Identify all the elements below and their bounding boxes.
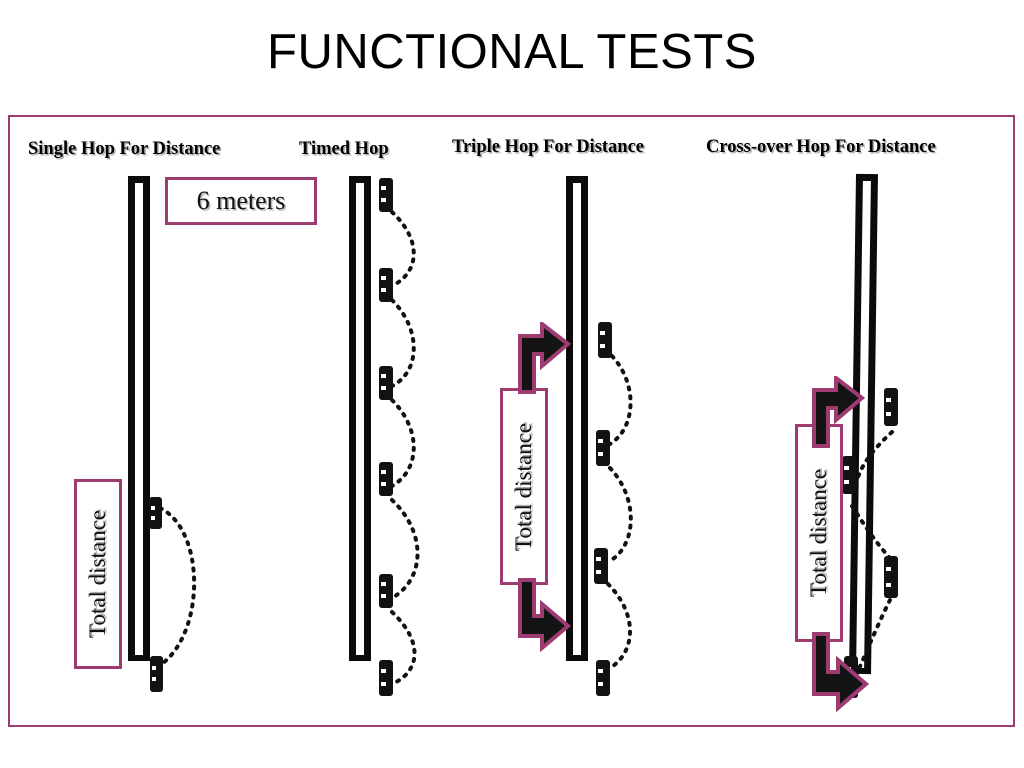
total-distance-label: Total distance: [511, 422, 536, 551]
figure-timed-hop: [300, 0, 500, 696]
six-meters-callout: 6 meters: [165, 177, 317, 225]
foot-mark: [884, 388, 898, 426]
total-distance-label: Total distance: [806, 468, 831, 598]
foot-mark: [842, 456, 856, 494]
foot-mark: [379, 660, 393, 696]
total-distance-label: Total distance: [85, 509, 110, 639]
page-title: FUNCTIONAL TESTS: [267, 25, 757, 79]
total-distance-box-triple-hop: Total distance: [500, 388, 548, 585]
hop-trajectory-triple-hop: [594, 322, 633, 696]
foot-mark: [149, 497, 162, 529]
figure-cross-over-hop-for-distance: Total distance: [780, 0, 1024, 713]
hop-trajectory-timed-hop: [379, 178, 420, 696]
measuring-tape-bar-timed-hop: [349, 176, 371, 661]
hop-trajectory-single-hop: [149, 497, 197, 692]
foot-mark: [379, 268, 393, 302]
distance-arrow-bottom-triple-hop: [518, 578, 572, 653]
foot-mark: [379, 366, 393, 400]
total-distance-box-cross-over-hop: Total distance: [795, 424, 843, 642]
measuring-tape-bar-triple-hop: [566, 176, 588, 661]
column-heading-single-hop: Single Hop For Distance: [28, 139, 221, 159]
foot-mark: [150, 656, 163, 692]
foot-mark: [594, 548, 608, 584]
distance-arrow-top-triple-hop: [518, 322, 572, 394]
foot-mark: [379, 462, 393, 496]
total-distance-box-single-hop: Total distance: [74, 479, 122, 669]
column-heading-timed-hop: Timed Hop: [299, 139, 389, 159]
distance-arrow-bottom-cross-over-hop: [812, 632, 870, 713]
foot-mark: [884, 556, 898, 598]
column-heading-cross-over-hop: Cross-over Hop For Distance: [706, 137, 936, 157]
figure-triple-hop-for-distance: Total distance: [490, 0, 700, 696]
column-heading-triple-hop: Triple Hop For Distance: [452, 137, 645, 157]
foot-mark: [379, 178, 393, 212]
foot-mark: [598, 322, 612, 358]
measuring-tape-bar-single-hop: [128, 176, 150, 661]
foot-mark: [379, 574, 393, 608]
foot-mark: [596, 430, 610, 466]
distance-arrow-top-cross-over-hop: [812, 376, 866, 448]
six-meters-label: 6 meters: [196, 186, 286, 215]
foot-mark: [596, 660, 610, 696]
figure-single-hop-for-distance: Total distance: [0, 0, 300, 692]
